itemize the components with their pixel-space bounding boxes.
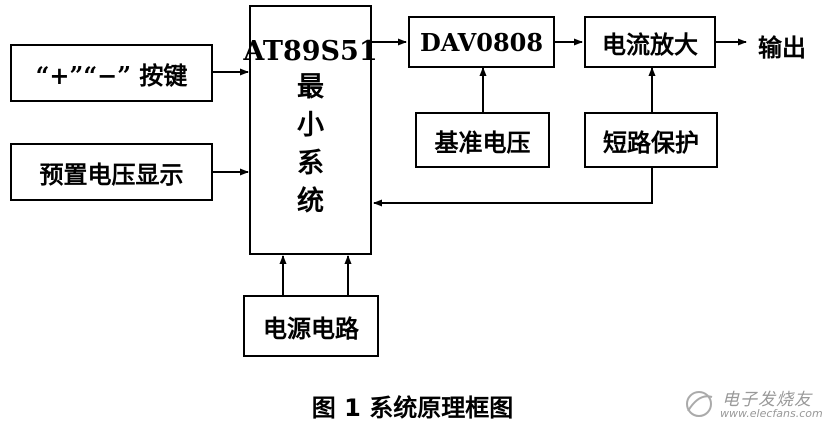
dac-block: DAV0808 [408, 16, 555, 68]
mcu-label-char: 小 [297, 110, 324, 141]
arrow-protection-to-mcu [373, 168, 653, 207]
preset-voltage-display-block: 预置电压显示 [10, 143, 213, 201]
figure-caption: 图 1 系统原理框图 [311, 394, 514, 422]
watermark-logo-icon [686, 391, 713, 417]
watermark: 电子发烧友 www.elecfans.com [680, 385, 825, 425]
keys-label: “+”“−” 按键 [35, 60, 188, 90]
keys-block: “+”“−” 按键 [10, 44, 213, 102]
mcu-label-char: 统 [297, 186, 324, 217]
power-circuit-label: 电源电路 [263, 313, 359, 343]
watermark-url: www.elecfans.com [720, 407, 823, 420]
reference-voltage-block: 基准电压 [415, 112, 550, 168]
mcu-minimum-system-block: AT89S51 最 小 系 统 [243, 5, 378, 255]
short-circuit-protection-label: 短路保护 [603, 127, 699, 157]
output-label: 输出 [758, 33, 806, 62]
mcu-chip-label: AT89S51 [243, 36, 378, 67]
current-amplifier-block: 电流放大 [584, 16, 716, 68]
reference-voltage-label: 基准电压 [434, 127, 531, 157]
current-amplifier-label: 电流放大 [602, 29, 698, 59]
mcu-label-char: 系 [297, 148, 324, 179]
preset-voltage-display-label: 预置电压显示 [39, 159, 184, 189]
watermark-text: 电子发烧友 [722, 390, 812, 410]
dac-label: DAV0808 [419, 27, 544, 57]
short-circuit-protection-block: 短路保护 [584, 112, 718, 168]
power-circuit-block: 电源电路 [243, 295, 379, 357]
mcu-label-char: 最 [297, 72, 324, 103]
